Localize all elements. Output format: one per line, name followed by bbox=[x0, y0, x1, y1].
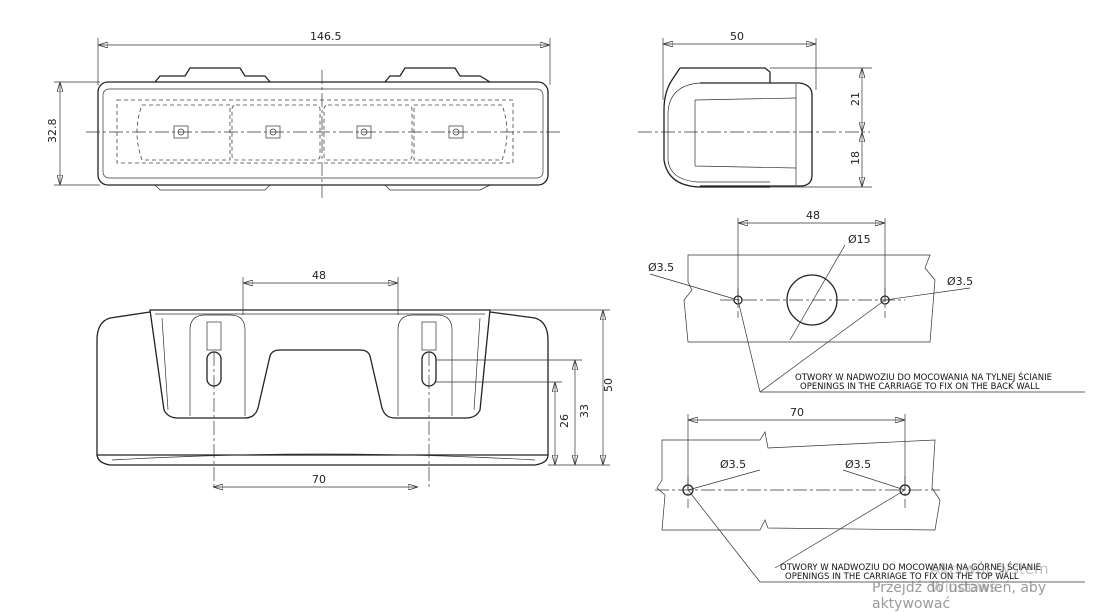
dim-width: 146.5 bbox=[310, 30, 342, 43]
left-hole-label: Ø3.5 bbox=[720, 458, 746, 471]
top-view: 146.5 32.8 bbox=[46, 30, 560, 198]
dim-lower: 18 bbox=[849, 151, 862, 165]
right-hole-label: Ø3.5 bbox=[947, 275, 973, 288]
dim-spacing: 70 bbox=[790, 406, 804, 419]
dim-hole-spacing: 70 bbox=[312, 473, 326, 486]
top-wall-hole-pattern: 70 Ø3.5 Ø3.5 OTWORY W NADWOZIU DO MOCOWA… bbox=[655, 406, 1085, 583]
right-hole-label: Ø3.5 bbox=[845, 458, 871, 471]
back-wall-hole-pattern: 48 Ø3.5 Ø15 Ø3.5 OTWORY W NADWOZIU DO MO… bbox=[648, 209, 1085, 393]
dim-height: 32.8 bbox=[46, 119, 59, 144]
side-view: 50 21 18 bbox=[638, 30, 872, 188]
center-hole-label: Ø15 bbox=[848, 233, 871, 246]
dim-upper: 21 bbox=[849, 92, 862, 106]
dim-slot-top: 33 bbox=[578, 404, 591, 418]
dim-depth: 50 bbox=[730, 30, 744, 43]
dim-slot-bottom: 26 bbox=[558, 414, 571, 428]
watermark-activate-windows: Aktywuj system Windows bbox=[930, 560, 1049, 596]
note-pl: OTWORY W NADWOZIU DO MOCOWANIA NA TYLNEJ… bbox=[795, 371, 1052, 383]
dim-spacing: 48 bbox=[806, 209, 820, 222]
dim-tab-spacing: 48 bbox=[312, 269, 326, 282]
note-pl: OTWORY W NADWOZIU DO MOCOWANIA NA GÓRNEJ… bbox=[780, 561, 1041, 573]
left-hole-label: Ø3.5 bbox=[648, 261, 674, 274]
note-en: OPENINGS IN THE CARRIAGE TO FIX ON THE B… bbox=[800, 382, 1040, 392]
dim-height: 50 bbox=[602, 378, 615, 392]
watermark-settings-hint: Przejdź do ustawień, aby aktywować bbox=[872, 580, 1047, 612]
front-view: 48 50 33 26 70 bbox=[96, 269, 615, 490]
note-en: OPENINGS IN THE CARRIAGE TO FIX ON THE T… bbox=[785, 572, 1019, 582]
